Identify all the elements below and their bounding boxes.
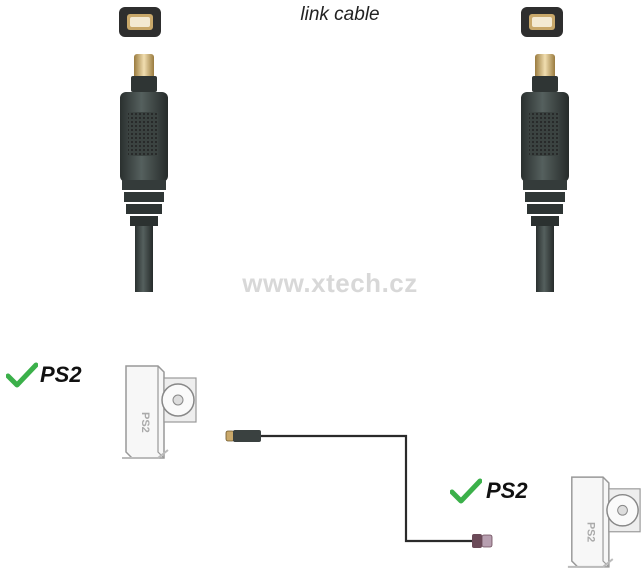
link-cable bbox=[224, 428, 494, 550]
page-title: link cable bbox=[300, 4, 380, 25]
watermark: www.xtech.cz bbox=[242, 268, 418, 298]
ps2-label: PS2 bbox=[486, 478, 528, 503]
ps2-label: PS2 bbox=[40, 362, 82, 387]
firewire-port-icon bbox=[520, 6, 564, 38]
firewire-plug-icon bbox=[118, 52, 170, 294]
firewire-port-icon bbox=[118, 6, 162, 38]
ps2-console-icon: PS2 bbox=[118, 362, 200, 462]
checkmark-icon bbox=[450, 478, 482, 504]
firewire-plug-icon bbox=[519, 52, 571, 294]
svg-text:PS2: PS2 bbox=[139, 412, 151, 433]
ps2-console-icon: PS2 bbox=[564, 472, 644, 572]
checkmark-icon bbox=[6, 362, 38, 388]
svg-text:PS2: PS2 bbox=[584, 522, 596, 542]
